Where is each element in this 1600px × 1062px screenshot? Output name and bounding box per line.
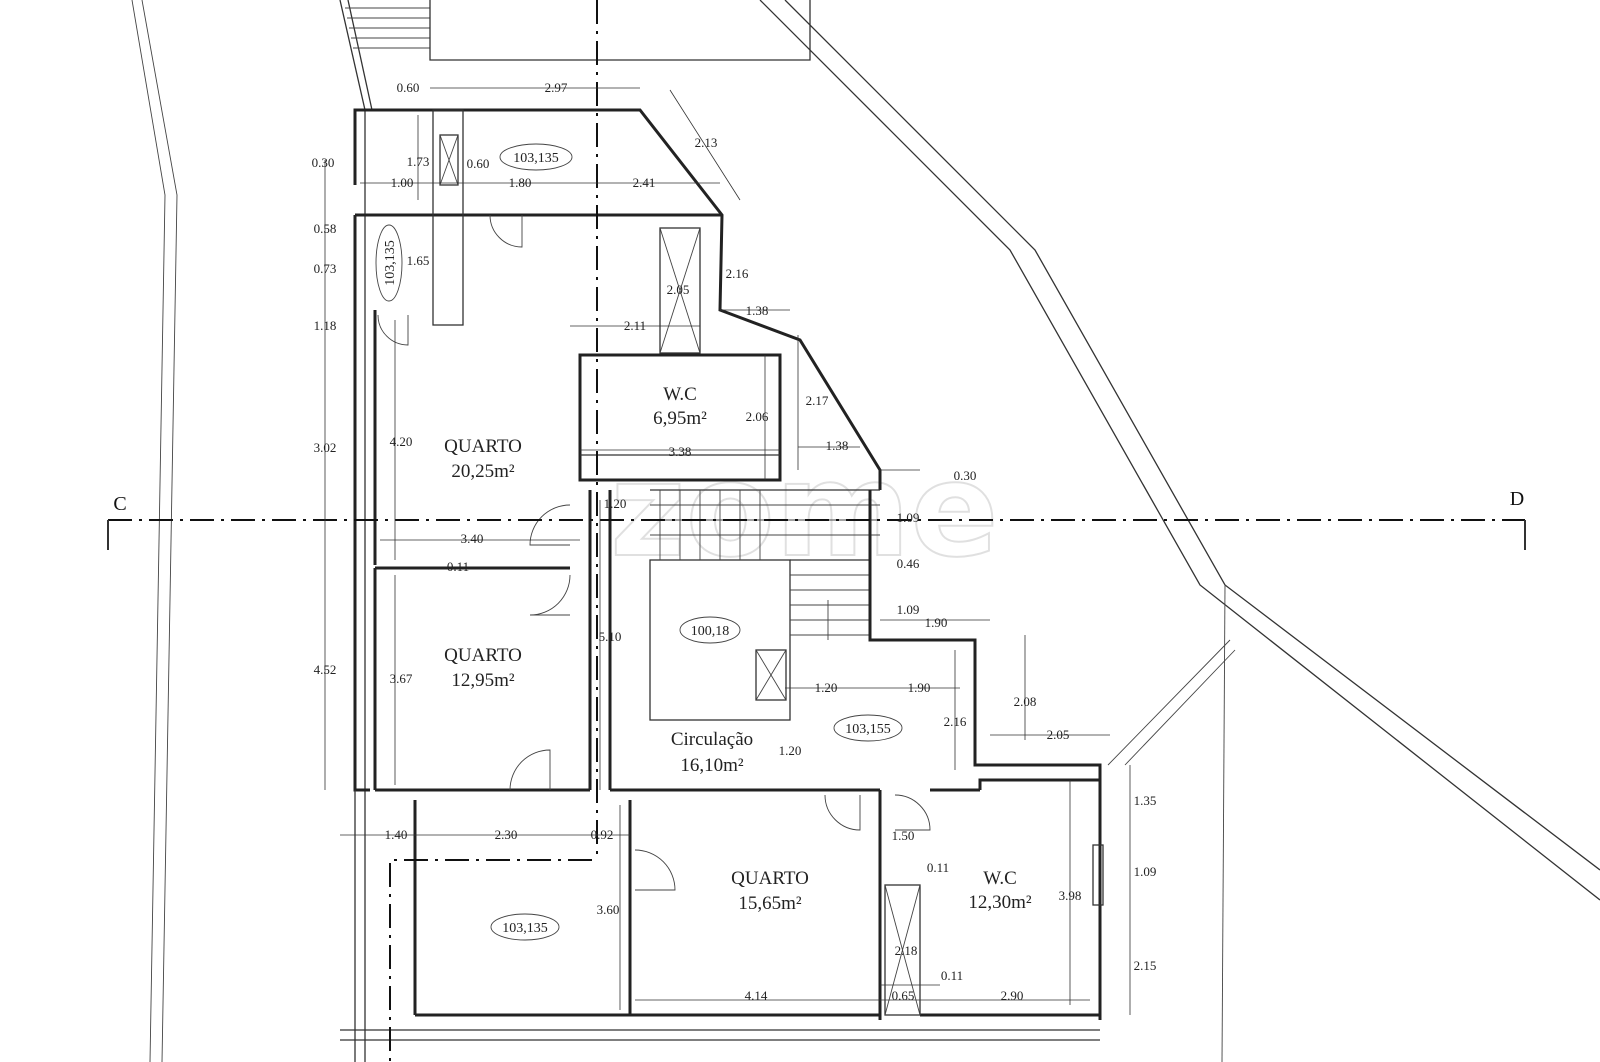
dim-label: 1.18 [314, 318, 337, 333]
room-name: QUARTO [444, 436, 522, 457]
dim-label: 3.38 [669, 444, 692, 459]
dim-label: 3.98 [1059, 888, 1082, 903]
dim-label: 0.11 [941, 968, 963, 983]
room-area: 12,95m² [451, 670, 515, 691]
svg-text:103,155: 103,155 [845, 722, 891, 737]
svg-text:103,135: 103,135 [513, 151, 559, 166]
dim-label: 2.15 [1134, 958, 1157, 973]
room-name: QUARTO [731, 868, 809, 889]
dim-label: 0.46 [897, 556, 920, 571]
elevation-marker: 103,135 [499, 143, 573, 171]
elevation-marker: 103,135 [375, 224, 403, 302]
dim-label: 1.09 [1134, 864, 1157, 879]
dim-label: 4.14 [745, 988, 768, 1003]
room-name: W.C [983, 868, 1017, 889]
svg-text:100,18: 100,18 [691, 624, 730, 639]
dim-label: 0.65 [892, 988, 915, 1003]
dim-label: 2.90 [1001, 988, 1024, 1003]
dim-label: 3.60 [597, 902, 620, 917]
room-area: 6,95m² [653, 408, 707, 429]
svg-text:103,135: 103,135 [502, 921, 548, 936]
dim-label: 2.41 [633, 175, 656, 190]
dim-label: 2.11 [624, 318, 646, 333]
dim-label: 2.18 [895, 943, 918, 958]
dim-label: 3.40 [461, 531, 484, 546]
watermark-logo: zome [610, 434, 999, 586]
dim-label: 1.90 [925, 615, 948, 630]
dim-label: 1.38 [826, 438, 849, 453]
dim-label: 2.08 [1014, 694, 1037, 709]
dim-label: 3.67 [390, 671, 413, 686]
dim-label: 1.40 [385, 827, 408, 842]
dim-label: 1.20 [779, 743, 802, 758]
section-line [107, 0, 1526, 1062]
dim-label: 2.05 [667, 282, 690, 297]
dim-label: 2.06 [746, 409, 769, 424]
dim-label: 5.10 [599, 629, 622, 644]
room-quarto-3: QUARTO 15,65m² [731, 868, 809, 914]
room-quarto-2: QUARTO 12,95m² [444, 645, 522, 691]
dimension-labels: 0.60 2.97 2.13 1.73 0.60 0.30 1.00 1.80 … [312, 80, 1157, 1003]
room-name: Circulação [671, 729, 753, 750]
dim-label: 2.13 [695, 135, 718, 150]
elevation-marker: 103,155 [833, 714, 903, 742]
dim-label: 1.09 [897, 510, 920, 525]
elevation-marker: 103,135 [490, 913, 560, 941]
room-wc-2: W.C 12,30m² [968, 868, 1032, 913]
ducts [432, 109, 787, 701]
room-name: W.C [663, 384, 697, 405]
dim-label: 1.35 [1134, 793, 1157, 808]
dim-label: 0.92 [591, 827, 614, 842]
dim-label: 1.80 [509, 175, 532, 190]
room-area: 20,25m² [451, 461, 515, 482]
room-wc-1: W.C 6,95m² [653, 384, 707, 429]
dim-label: 1.09 [897, 602, 920, 617]
street-lines-right [759, 0, 1600, 1062]
section-label-end: D [1510, 488, 1524, 510]
dim-label: 1.20 [815, 680, 838, 695]
dim-label: 4.20 [390, 434, 413, 449]
dim-label: 1.73 [407, 154, 430, 169]
dim-label: 1.65 [407, 253, 430, 268]
dim-label: 0.11 [447, 559, 469, 574]
dim-label: 2.97 [545, 80, 568, 95]
room-area: 12,30m² [968, 892, 1032, 913]
dim-label: 2.30 [495, 827, 518, 842]
room-quarto-1: QUARTO 20,25m² [444, 436, 522, 482]
dim-label: 2.05 [1047, 727, 1070, 742]
dim-label: 1.90 [908, 680, 931, 695]
dim-label: 1.00 [391, 175, 414, 190]
street-lines-left [131, 0, 178, 1062]
dim-label: 0.58 [314, 221, 337, 236]
room-area: 16,10m² [680, 755, 744, 776]
elevation-marker: 100,18 [679, 616, 741, 644]
room-name: QUARTO [444, 645, 522, 666]
dim-label: 2.16 [944, 714, 967, 729]
dim-label: 0.11 [927, 860, 949, 875]
walls [340, 108, 1104, 1062]
dim-label: 4.52 [314, 662, 337, 677]
room-labels: QUARTO 20,25m² W.C 6,95m² QUARTO 12,95m²… [444, 384, 1032, 914]
dim-label: 1.38 [746, 303, 769, 318]
dim-label: 0.60 [467, 156, 490, 171]
room-circulacao: Circulação 16,10m² [671, 729, 753, 776]
doors [377, 214, 931, 891]
elevation-markers: 103,135 103,135 100,18 103,155 103,135 [375, 143, 903, 941]
dim-label: 0.30 [954, 468, 977, 483]
dim-label: 0.30 [312, 155, 335, 170]
svg-text:103,135: 103,135 [383, 240, 398, 286]
dim-label: 2.17 [806, 393, 829, 408]
dim-label: 3.02 [314, 440, 337, 455]
dim-label: 0.73 [314, 261, 337, 276]
room-area: 15,65m² [738, 893, 802, 914]
section-label-start: C [113, 493, 126, 515]
dim-label: 1.50 [892, 828, 915, 843]
dim-label: 2.16 [726, 266, 749, 281]
dim-label: 1.20 [604, 496, 627, 511]
dimension-lines [324, 87, 1131, 1015]
dim-label: 0.60 [397, 80, 420, 95]
